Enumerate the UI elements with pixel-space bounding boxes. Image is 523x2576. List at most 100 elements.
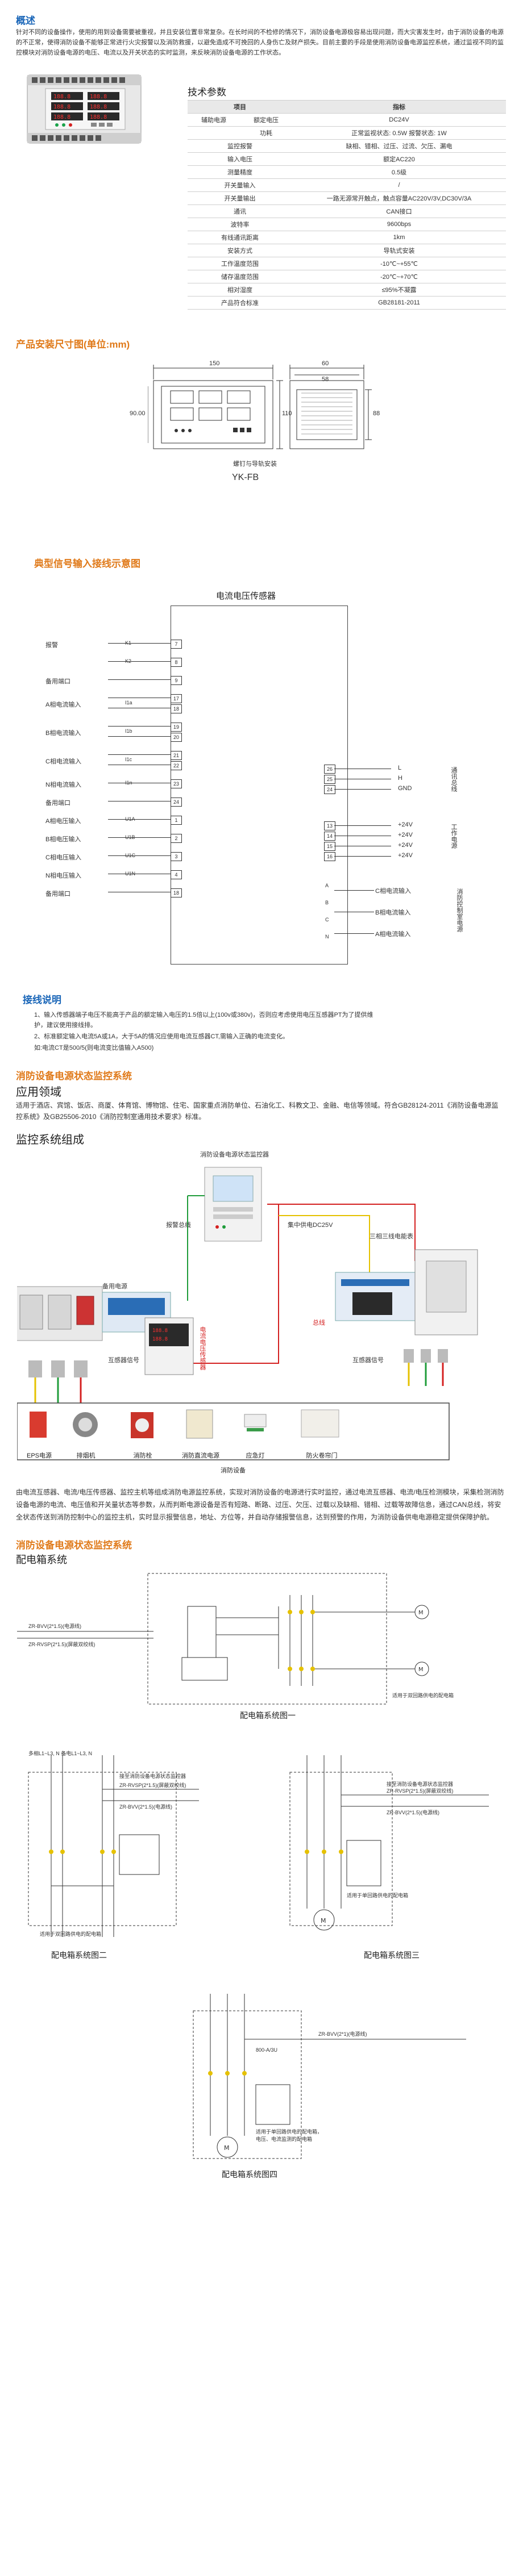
device-emergency-light: 应急灯 <box>246 1452 265 1459</box>
specs-item: 辅助电源 <box>188 113 240 127</box>
wiring-left-label: 备用端口 <box>45 891 70 897</box>
wiring-line <box>108 855 171 856</box>
wiring-line <box>108 754 171 755</box>
specs-row: 工作温度范围-10℃~+55℃ <box>188 257 506 270</box>
wiring-left-sub: I1c <box>125 757 132 762</box>
distribution-diagram-3: M 接至消防设备电源状态监控器 ZR-RVSP(2*1.5)(屏蔽双绞线) ZR… <box>262 1750 512 1965</box>
specs-value: 1km <box>292 231 506 244</box>
specs-row: 相对湿度≤95%不凝露 <box>188 283 506 297</box>
wiring-left-label: 备用端口 <box>45 678 70 685</box>
wiring-left-label: N相电压输入 <box>45 872 81 879</box>
wiring-device-title: 电流电压传感器 <box>216 591 276 601</box>
specs-title: 技术参数 <box>188 87 226 98</box>
specs-item: 产品符合标准 <box>188 296 292 310</box>
specs-sub-item: 功耗 <box>240 126 292 140</box>
d1-bus-label: ZR-RVSP(2*1.5)(屏蔽双绞线) <box>28 1642 96 1647</box>
specs-value: GB28181-2011 <box>292 296 506 310</box>
wiring-right-label: L <box>398 765 402 771</box>
svg-text:188.8: 188.8 <box>152 1337 168 1342</box>
specs-value: 9600bps <box>292 218 506 231</box>
svg-text:M: M <box>418 1667 424 1673</box>
dim-note: 螺钉与导轨安装 <box>233 461 277 467</box>
dim-front-width: 150 <box>209 360 220 367</box>
distribution-title: 消防设备电源状态监控系统 <box>16 1540 132 1551</box>
wiring-right-label: +24V <box>398 832 413 838</box>
svg-text:188.8: 188.8 <box>90 114 107 120</box>
wiring-left-sub: U1A <box>125 816 135 822</box>
svg-text:M: M <box>321 1917 326 1924</box>
diagram-4-title: 配电箱系统图四 <box>222 2170 277 2179</box>
wiring-line <box>108 726 171 727</box>
specs-item: 开关量输入 <box>188 178 292 192</box>
wiring-left-label: A相电压输入 <box>45 818 81 825</box>
specs-row: 开关量输出一路无源常开触点，触点容量AC220V/3V,DC30V/3A <box>188 191 506 205</box>
wiring-line <box>108 643 171 644</box>
specs-value: 0.5级 <box>292 165 506 179</box>
specs-item: 开关量输出 <box>188 191 292 205</box>
specs-value: 正常监视状态: 0.5W 报警状态: 1W <box>292 126 506 140</box>
device-hydrant: 消防栓 <box>133 1452 152 1459</box>
bus-label: 集中供电DC25V <box>288 1222 333 1229</box>
three-phase-label: 三相三线电能表 <box>370 1233 413 1240</box>
wiring-right-bottom-label: A相电流输入 <box>375 931 411 938</box>
specs-header-value: 指标 <box>292 100 506 114</box>
specs-item: 储存温度范围 <box>188 270 292 283</box>
specs-item: 测量精度 <box>188 165 292 179</box>
svg-text:M: M <box>224 2144 230 2152</box>
d3-device-label: 接至消防设备电源状态监控器 <box>387 1781 454 1787</box>
distribution-diagram-1: M M ZR-BVV(2*1.5)(电源线) ZR-RVSP(2*1.5)(屏蔽… <box>17 1572 506 1726</box>
wiring-right-bottom-label: C相电流输入 <box>375 888 411 895</box>
d3-cable2: ZR-BVV(2*1.5)(电源线) <box>387 1810 440 1815</box>
dimensions-title: 产品安装尺寸图(单位:mm) <box>16 339 130 350</box>
specs-row: 开关量输入/ <box>188 178 506 192</box>
specs-row: 输入电压额定AC220 <box>188 152 506 166</box>
d2-note: 适用于双回路供电的配电箱 <box>40 1931 102 1937</box>
d2-cable1: ZR-RVSP(2*1.5)(屏蔽双绞线) <box>119 1782 186 1788</box>
wiring-left-label: A相电流输入 <box>45 702 81 708</box>
signal-label-left: 互感器信号 <box>108 1357 139 1364</box>
wiring-right-bottom-label: B相电流输入 <box>375 909 411 916</box>
product-image: 188.8 188.8 188.8 188.8 188.8 188.8 <box>23 69 148 149</box>
wiring-group-power: 工作电源 <box>450 824 457 849</box>
specs-value: -20℃~+70℃ <box>292 270 506 283</box>
specs-item: 波特率 <box>188 218 292 231</box>
signal-label-right: 互感器信号 <box>352 1357 384 1364</box>
specs-value: 导轨式安装 <box>292 244 506 257</box>
specs-item: 安装方式 <box>188 244 292 257</box>
specs-item: 输入电压 <box>188 152 292 166</box>
svg-text:188.8: 188.8 <box>53 94 70 100</box>
sensor-box <box>171 606 348 965</box>
d3-note: 适用于单回路供电的配电箱 <box>347 1893 409 1898</box>
diagram-2-title: 配电箱系统图二 <box>51 1951 107 1960</box>
wiring-left-label: C相电流输入 <box>45 758 81 765</box>
specs-value: CAN接口 <box>292 204 506 218</box>
wiring-left-label: 备用端口 <box>45 800 70 807</box>
d2-device-label: 接至消防设备电源状态监控器 <box>119 1773 186 1779</box>
wiring-left-sub: I1a <box>125 700 132 705</box>
dim-side-inner-width: 58 <box>322 376 329 383</box>
wiring-line <box>108 837 171 838</box>
wiring-line <box>108 736 171 737</box>
specs-item: 工作温度范围 <box>188 257 292 270</box>
host-label: 消防设备电源状态监控器 <box>200 1151 269 1158</box>
device-eps: EPS电源 <box>26 1452 52 1459</box>
diagram-3-title: 配电箱系统图三 <box>364 1951 420 1960</box>
distribution-diagram-4: M ZR-BVV(2*1)(电源线) 800-A/3U 适用于单回路供电的配电箱… <box>171 1988 489 2181</box>
wiring-right-label: +24V <box>398 842 413 849</box>
system-diagram: 188.8 188.8 消防设备电源状态监控器 集中供电DC25V 报警总线 备… <box>11 1147 517 1483</box>
backup-label: 备用电源 <box>102 1283 127 1290</box>
d1-note: 适用于双回路供电的配电箱 <box>392 1693 454 1698</box>
note-1: 1、输入传感器端子电压不能高于产品的额定输入电压的1.5倍以上(100v或380… <box>34 1012 373 1029</box>
specs-header-item: 项目 <box>188 100 292 114</box>
sensor-label: 电流电压传感器 <box>199 1326 206 1370</box>
specs-row: 安装方式导轨式安装 <box>188 244 506 257</box>
dimension-drawing: 150 60 58 90.00 110 88 螺钉与导轨安装 YK-FB <box>130 357 387 499</box>
d3-cable1: ZR-RVSP(2*1.5)(屏蔽双绞线) <box>387 1788 454 1794</box>
distribution-diagram-2: 多相L1~L3, N 备电L1~L3, N 接至消防设备电源状态监控器 ZR-R… <box>17 1750 256 1965</box>
wiring-group-bus: 通讯总线 <box>450 767 457 792</box>
wiring-right-label: +24V <box>398 852 413 859</box>
app-text: 适用于酒店、宾馆、饭店、商厦、体育馆、博物馆、住宅、国家重点消防单位、石油化工、… <box>16 1101 499 1121</box>
d4-cable: ZR-BVV(2*1)(电源线) <box>318 2031 367 2037</box>
